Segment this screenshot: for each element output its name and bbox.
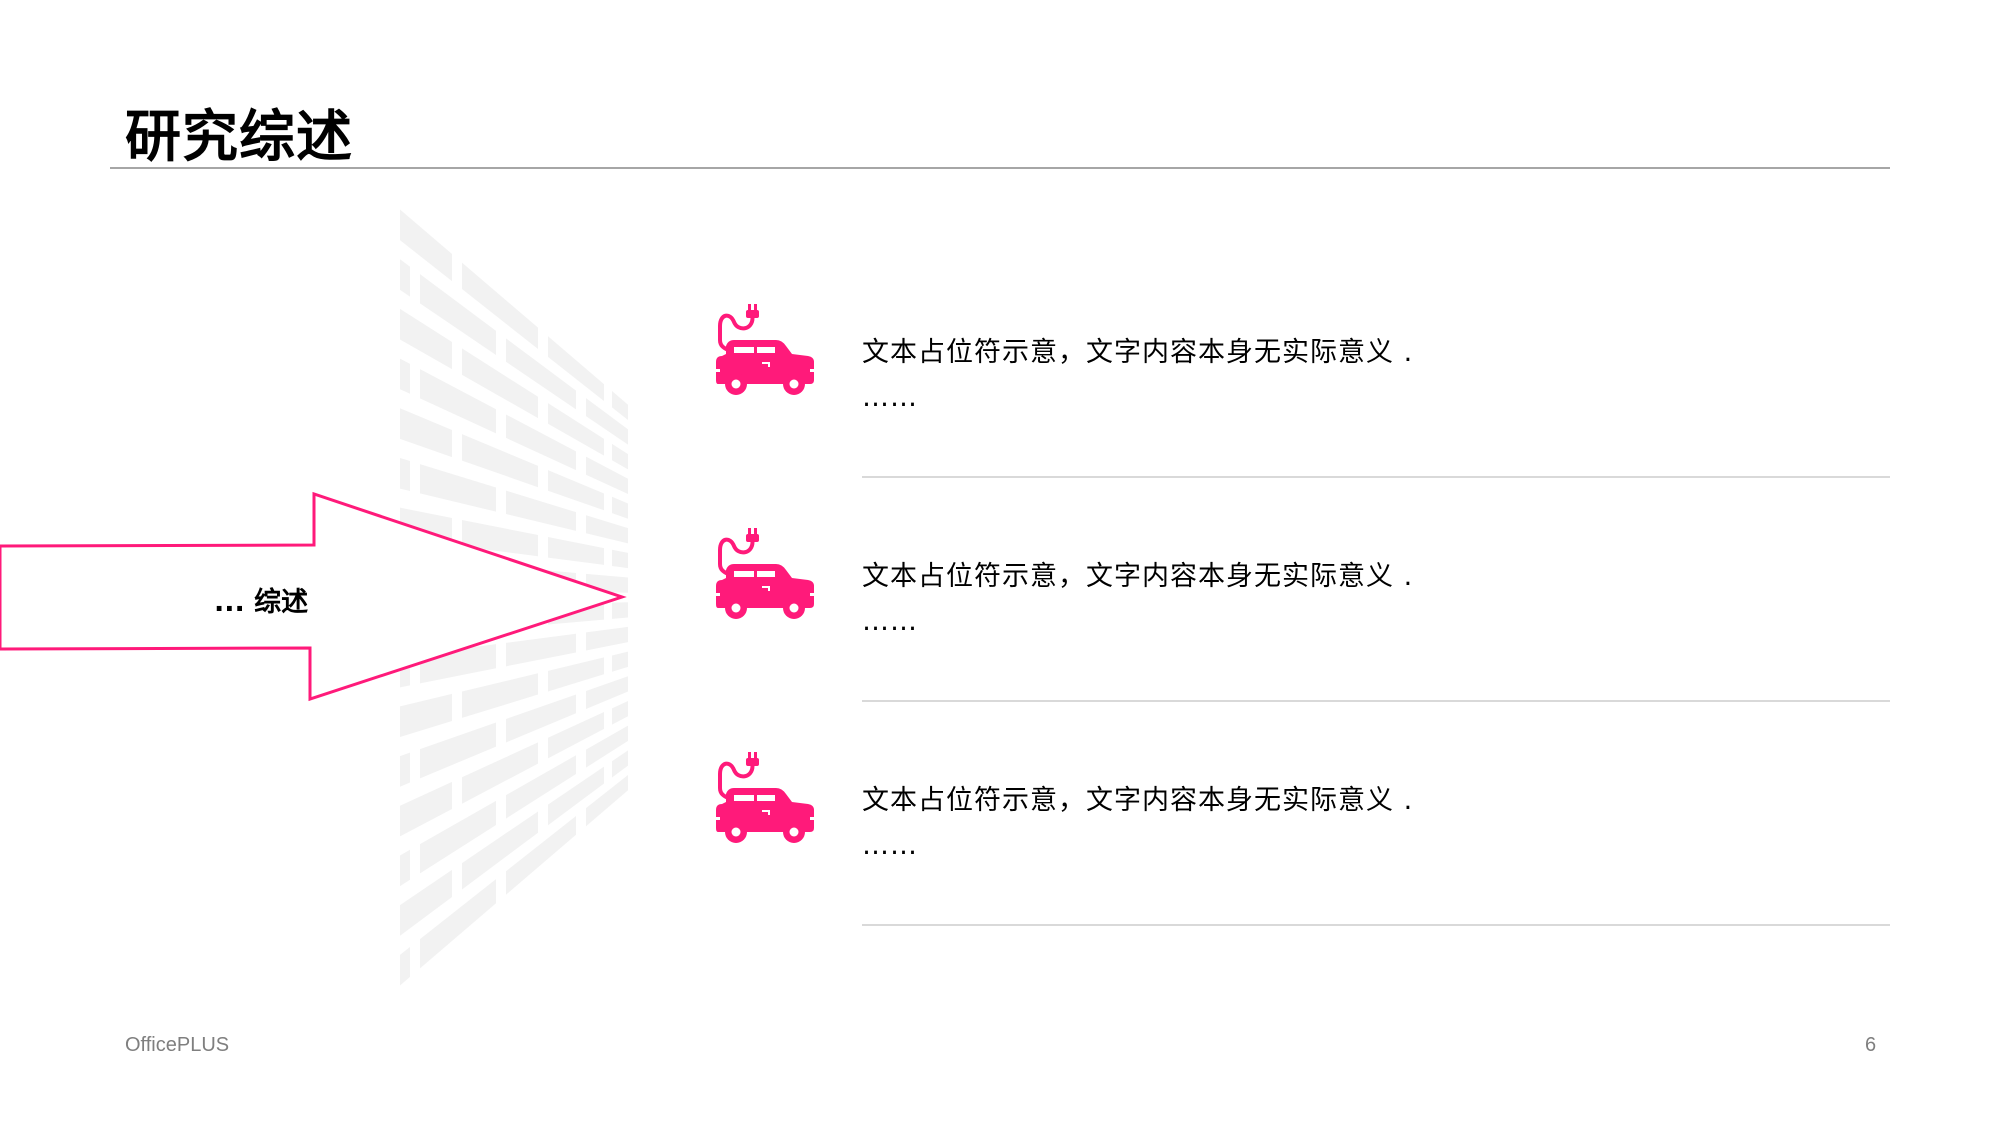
item-ellipsis: …… <box>862 382 918 413</box>
electric-car-icon <box>716 526 816 621</box>
electric-car-icon <box>716 750 816 845</box>
item-divider <box>862 924 1890 926</box>
list-item: 文本占位符示意，文字内容本身无实际意义 . …… <box>716 302 1890 526</box>
page-title: 研究综述 <box>125 105 353 170</box>
title-divider <box>110 167 1890 169</box>
item-ellipsis: …… <box>862 830 918 861</box>
item-text: 文本占位符示意，文字内容本身无实际意义 . <box>862 561 1414 592</box>
item-text: 文本占位符示意，文字内容本身无实际意义 . <box>862 337 1414 368</box>
list-item: 文本占位符示意，文字内容本身无实际意义 . …… <box>716 750 1890 974</box>
page-number: 6 <box>1865 1034 1877 1056</box>
arrow-label: ... 综述 <box>214 587 309 618</box>
item-ellipsis: …… <box>862 606 918 637</box>
item-divider <box>862 700 1890 702</box>
item-text: 文本占位符示意，文字内容本身无实际意义 . <box>862 785 1414 816</box>
electric-car-icon <box>716 302 816 397</box>
list-item: 文本占位符示意，文字内容本身无实际意义 . …… <box>716 526 1890 750</box>
arrow-outline-icon <box>0 491 627 702</box>
item-divider <box>862 476 1890 478</box>
footer-brand: OfficePLUS <box>125 1034 230 1056</box>
